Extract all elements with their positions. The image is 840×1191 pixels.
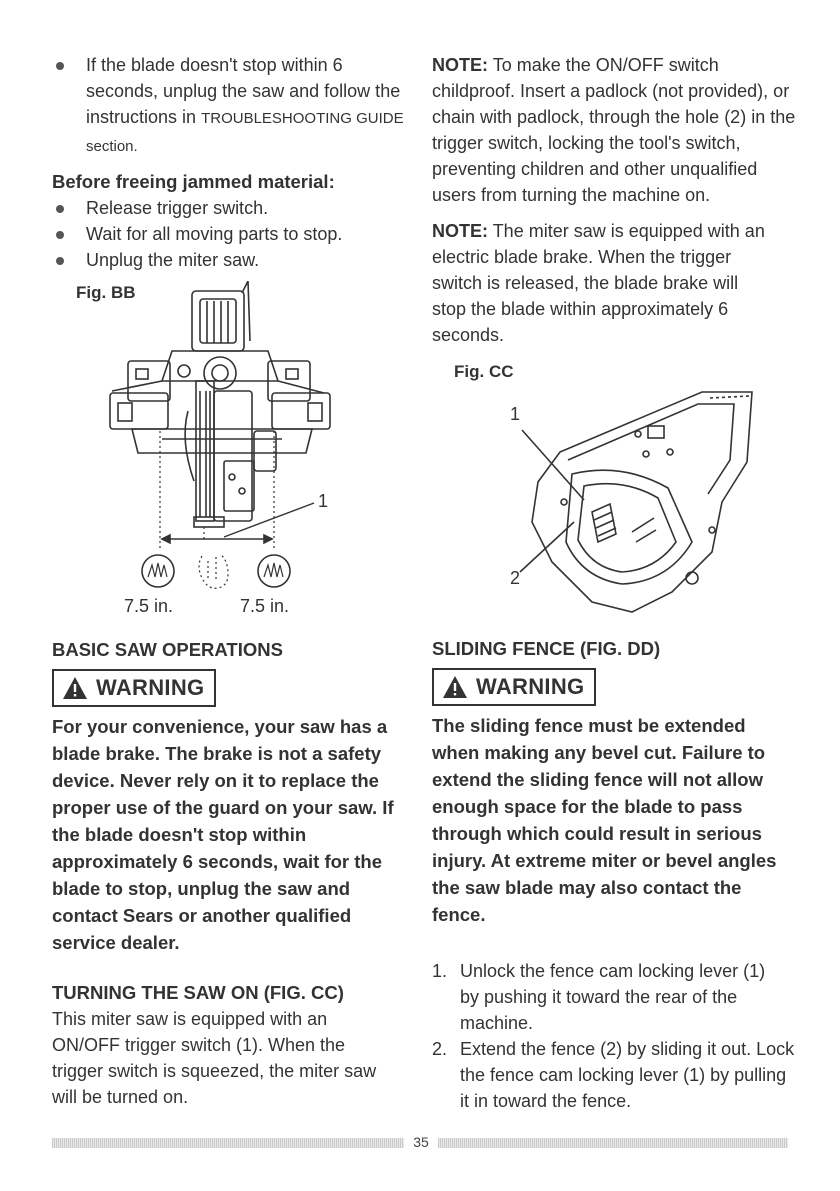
note-key: NOTE: — [432, 221, 488, 241]
warning-text: The sliding fence must be extended when … — [432, 715, 777, 925]
list-item: Wait for all moving parts to stop. — [52, 221, 417, 247]
step-number: 2. — [432, 1039, 448, 1059]
warning-triangle-icon — [443, 676, 467, 698]
figure-cc: Fig. CC 1 — [432, 362, 797, 622]
figure-bb: Fig. BB — [52, 281, 417, 631]
warning-word: WARNING — [476, 674, 585, 699]
trigger-handle-illustration — [519, 391, 753, 613]
warning-triangle-icon — [63, 677, 87, 699]
note-key: NOTE: — [432, 55, 488, 75]
step-number: 1. — [432, 961, 448, 981]
turning-on-text: This miter saw is equipped with an ON/OF… — [52, 1009, 377, 1107]
warning-label: WARNING — [52, 669, 217, 707]
dimension-left: 7.5 in. — [124, 596, 174, 616]
warning-text: For your convenience, your saw has a bla… — [52, 716, 394, 953]
miter-saw-front-illustration — [109, 281, 331, 589]
list-item: 2. Extend the fence (2) by sliding it ou… — [432, 1036, 800, 1114]
list-item: Unplug the miter saw. — [52, 247, 417, 273]
troubleshooting-ref: TROUBLESHOOTING GUIDE section. — [86, 110, 404, 155]
left-column: If the blade doesn't stop within 6 secon… — [52, 52, 417, 1110]
page-number: 35 — [413, 1134, 429, 1150]
warning-label: WARNING — [432, 668, 597, 706]
page-footer: 35 — [52, 1134, 788, 1150]
step-text: Unlock the fence cam locking lever (1) b… — [460, 961, 766, 1033]
list-item: 1. Unlock the fence cam locking lever (1… — [432, 958, 785, 1036]
callout-1: 1 — [510, 404, 521, 424]
sliding-fence-heading: SLIDING FENCE (FIG. DD) — [432, 638, 661, 659]
callout-2: 2 — [510, 568, 521, 588]
basic-ops-heading: BASIC SAW OPERATIONS — [52, 639, 283, 660]
turning-on-heading: TURNING THE SAW ON (FIG. CC) — [52, 982, 344, 1003]
figure-label: Fig. BB — [76, 283, 136, 302]
callout-1: 1 — [318, 491, 329, 511]
note-text: To make the ON/OFF switch childproof. In… — [432, 55, 796, 205]
list-item: If the blade doesn't stop within 6 secon… — [52, 52, 416, 160]
jam-heading: Before freeing jammed material: — [52, 171, 335, 192]
dimension-right: 7.5 in. — [240, 596, 290, 616]
bullet-text: If the blade doesn't stop within 6 secon… — [86, 55, 401, 127]
step-text: Extend the fence (2) by sliding it out. … — [460, 1039, 795, 1111]
fence-steps: 1. Unlock the fence cam locking lever (1… — [432, 958, 797, 1114]
note-text: The miter saw is equipped with an electr… — [432, 221, 765, 345]
list-item: Release trigger switch. — [52, 195, 417, 221]
figure-label: Fig. CC — [454, 362, 514, 381]
warning-word: WARNING — [96, 675, 205, 700]
note-blade-brake: NOTE: The miter saw is equipped with an … — [432, 218, 772, 348]
footer-rule-right — [438, 1138, 788, 1148]
note-childproof: NOTE: To make the ON/OFF switch childpro… — [432, 52, 797, 208]
footer-rule-left — [52, 1138, 404, 1148]
right-column: NOTE: To make the ON/OFF switch childpro… — [432, 52, 797, 1114]
